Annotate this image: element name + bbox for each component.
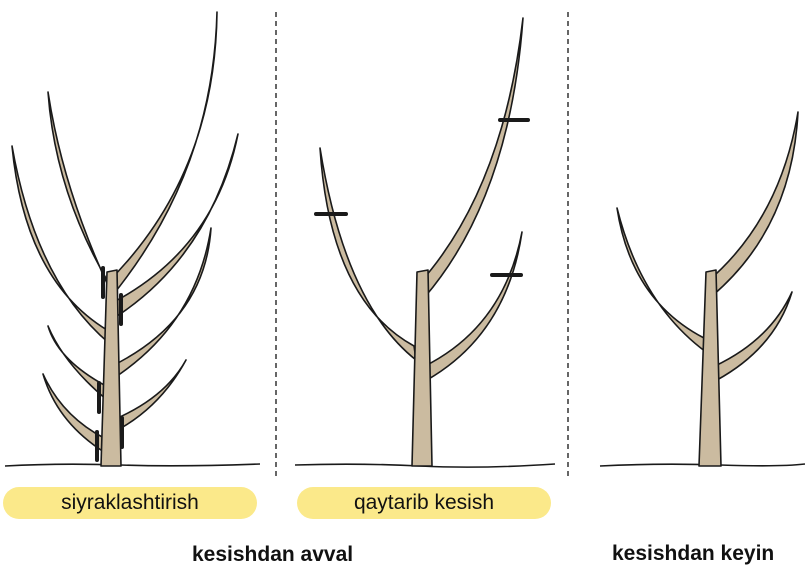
label-heading-back: qaytarib kesish — [297, 487, 551, 519]
caption-after: kesishdan keyin — [612, 542, 774, 566]
branch — [419, 18, 523, 298]
trunk — [412, 270, 432, 466]
branch — [320, 148, 416, 360]
branch — [12, 146, 110, 344]
trunk — [699, 270, 721, 466]
tree-after-pruning — [617, 112, 798, 466]
branch — [715, 292, 792, 380]
branch — [108, 12, 217, 296]
label-thinning-text: siyraklashtirish — [61, 491, 199, 515]
branch — [425, 232, 522, 380]
ground-line-1 — [5, 464, 260, 466]
tree-heading-back — [320, 18, 523, 466]
caption-before: kesishdan avval — [192, 543, 353, 567]
label-heading-back-text: qaytarib kesish — [354, 491, 494, 515]
trunk — [101, 270, 121, 466]
label-thinning: siyraklashtirish — [3, 487, 257, 519]
branch — [48, 92, 111, 292]
branch — [617, 208, 706, 352]
branch — [707, 112, 798, 296]
branch — [110, 134, 238, 318]
tree-thinning — [12, 12, 238, 466]
